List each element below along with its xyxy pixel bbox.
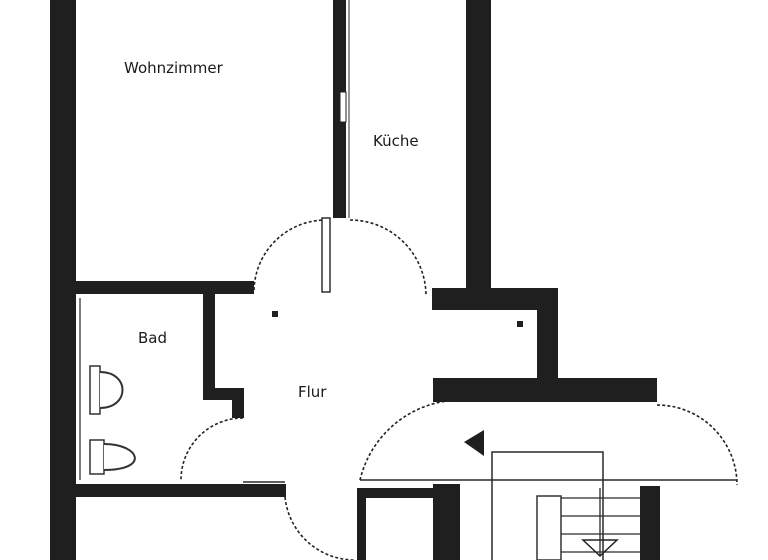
wall-bath-top	[76, 281, 254, 294]
wall-hall-south-segment	[357, 488, 433, 498]
room-label-hall: Flur	[298, 383, 327, 401]
wall-bath-east-lower	[232, 388, 244, 418]
room-label-living: Wohnzimmer	[124, 59, 224, 77]
wall-hall-post	[357, 488, 366, 560]
stair-direction-arrow	[464, 430, 484, 456]
stair-handrail	[491, 451, 604, 560]
wall-mark-hall-top	[272, 311, 278, 317]
wall-kitchen-east	[466, 0, 491, 290]
walls	[50, 0, 660, 560]
door-entrance-swing	[359, 399, 465, 481]
bath-fixtures	[89, 365, 136, 475]
wall-stair-east	[640, 486, 660, 560]
wall-vent-mark	[339, 91, 347, 123]
room-label-kitchen: Küche	[373, 132, 419, 150]
wall-stair-top	[433, 378, 657, 402]
wall-kitchen-south-jog	[432, 288, 558, 310]
wall-mark-hall-right	[517, 321, 523, 327]
washbasin-icon	[89, 365, 124, 415]
west-exterior-wall	[50, 0, 76, 560]
door-living-swing	[253, 219, 327, 291]
door-living-leaf	[321, 217, 331, 293]
doors	[180, 217, 738, 560]
wall-bath-east	[203, 294, 215, 396]
stair-landing	[536, 495, 562, 560]
wall-bath-bottom	[76, 484, 286, 497]
door-stair-east-swing	[656, 404, 738, 486]
thin-lines	[79, 0, 350, 483]
staircase	[464, 430, 640, 560]
door-south-swing	[284, 496, 355, 560]
toilet-icon	[89, 439, 136, 475]
door-kitchen-swing	[349, 219, 427, 297]
wall-stair-west	[433, 484, 460, 560]
door-bath-swing	[180, 417, 244, 481]
room-label-bath: Bad	[138, 329, 167, 347]
wall-east-hall	[537, 288, 558, 380]
